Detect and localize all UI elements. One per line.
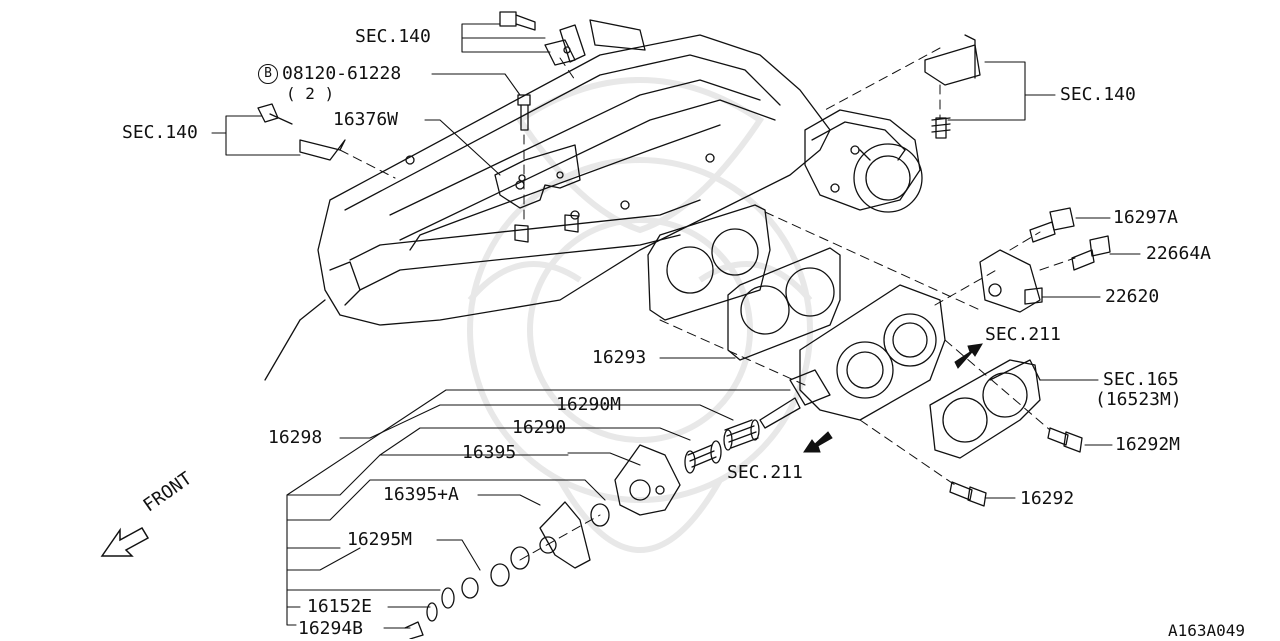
throttle-body bbox=[759, 284, 946, 429]
bolt-symbol: B bbox=[258, 64, 278, 84]
stack-small-parts bbox=[404, 503, 610, 639]
label-16290m[interactable]: 16290M bbox=[556, 394, 622, 415]
label-16292m[interactable]: 16292M bbox=[1115, 434, 1181, 455]
label-16395[interactable]: 16395 bbox=[462, 442, 517, 463]
bolt-16292m bbox=[1047, 427, 1083, 453]
bolt-part-number: 08120-61228 bbox=[282, 63, 402, 84]
spring-16290m bbox=[723, 419, 760, 451]
gasket-sec165 bbox=[929, 359, 1041, 459]
label-sec211-upper[interactable]: SEC.211 bbox=[985, 324, 1061, 345]
throttle-position-sensor bbox=[979, 249, 1043, 313]
label-16292[interactable]: 16292 bbox=[1020, 488, 1075, 509]
label-sec140-left[interactable]: SEC.140 bbox=[122, 122, 198, 143]
label-16297a[interactable]: 16297A bbox=[1113, 207, 1179, 228]
top-bracket-assembly bbox=[544, 19, 646, 66]
sensor-bolts bbox=[1029, 207, 1111, 271]
label-bolt-qty: ( 2 ) bbox=[286, 84, 335, 103]
label-16295m[interactable]: 16295M bbox=[347, 529, 413, 550]
spring-16290 bbox=[684, 440, 722, 474]
cam-16395 bbox=[614, 444, 681, 516]
label-sec165-sub: (16523M) bbox=[1095, 389, 1182, 410]
label-16294b[interactable]: 16294B bbox=[298, 618, 364, 639]
cam-16395a bbox=[539, 501, 591, 569]
label-sec140-right[interactable]: SEC.140 bbox=[1060, 84, 1136, 105]
label-16298[interactable]: 16298 bbox=[268, 427, 323, 448]
label-sec140-top[interactable]: SEC.140 bbox=[355, 26, 431, 47]
label-16290[interactable]: 16290 bbox=[512, 417, 567, 438]
label-22664a[interactable]: 22664A bbox=[1146, 243, 1212, 264]
gasket-16293-a bbox=[647, 204, 771, 321]
left-clip-bracket bbox=[257, 103, 346, 161]
alignment-dashes bbox=[339, 47, 1076, 561]
label-22620[interactable]: 22620 bbox=[1105, 286, 1160, 307]
manifold-throttle-neck bbox=[804, 109, 923, 213]
arrow-sec211-upper bbox=[954, 343, 983, 369]
label-16293[interactable]: 16293 bbox=[592, 347, 647, 368]
direction-arrows bbox=[803, 343, 983, 453]
front-arrow-icon bbox=[100, 526, 150, 557]
label-sec211-lower[interactable]: SEC.211 bbox=[727, 462, 803, 483]
right-bracket bbox=[924, 34, 981, 139]
top-bolts bbox=[499, 11, 536, 131]
label-16376w[interactable]: 16376W bbox=[333, 109, 399, 130]
bracket-16376w bbox=[494, 144, 581, 209]
gasket-16293-b bbox=[727, 247, 841, 361]
diagram-code: A163A049 bbox=[1168, 621, 1246, 640]
bolt-16292 bbox=[949, 481, 987, 507]
leader-lines bbox=[211, 23, 1141, 629]
label-16395a[interactable]: 16395+A bbox=[383, 484, 459, 505]
label-16152e[interactable]: 16152E bbox=[307, 596, 373, 617]
arrow-sec211-lower bbox=[803, 431, 833, 453]
label-sec165[interactable]: SEC.165 bbox=[1103, 369, 1179, 390]
